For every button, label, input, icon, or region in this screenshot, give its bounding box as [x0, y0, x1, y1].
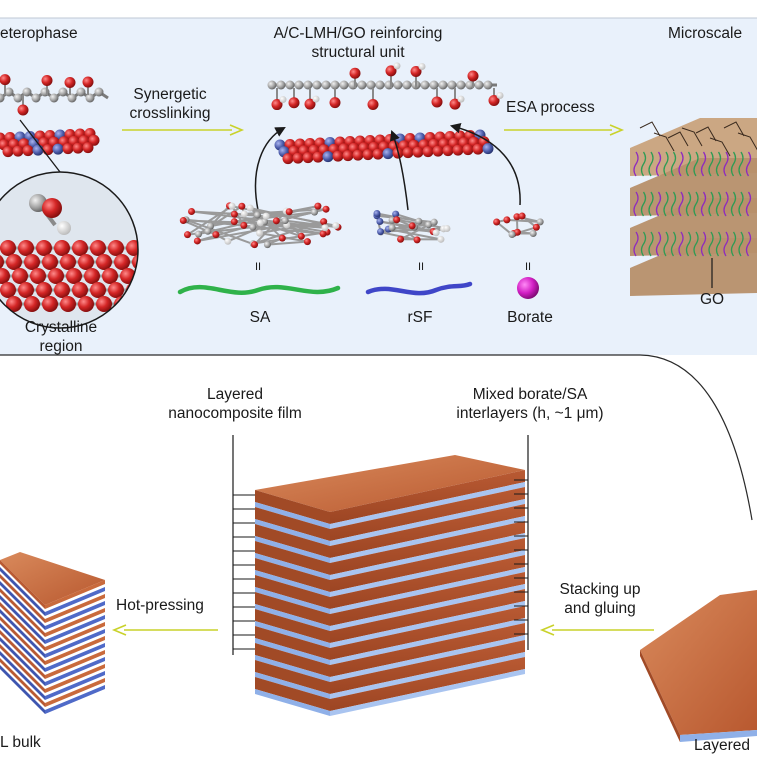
arrow-hotpressing	[114, 625, 218, 635]
structural-unit-line2: structural unit	[228, 43, 488, 62]
film-line1: Layered	[140, 385, 330, 404]
arrow-stacking	[542, 625, 654, 635]
esa-process-label: ESA process	[506, 98, 595, 117]
interlayer-line2: interlayers (h, ~1 μm)	[430, 404, 630, 423]
layered-film-cube	[255, 455, 525, 716]
crosslinking-label: Synergetic crosslinking	[110, 85, 230, 123]
stacking-label: Stacking up and gluing	[540, 580, 660, 618]
layered-right-label: Layered	[694, 736, 750, 755]
bulk-label: L bulk	[0, 733, 41, 752]
structural-unit-title: A/C-LMH/GO reinforcing structural unit	[228, 24, 488, 62]
crosslinking-line1: Synergetic	[110, 85, 230, 104]
structural-unit-line1: A/C-LMH/GO reinforcing	[228, 24, 488, 43]
film-label: Layered nanocomposite film	[140, 385, 330, 423]
hotpressing-label: Hot-pressing	[116, 596, 204, 615]
film-line2: nanocomposite film	[140, 404, 330, 423]
sa-label: SA	[230, 308, 290, 327]
sa-equals-mark: II	[243, 258, 273, 277]
crosslinking-line2: crosslinking	[110, 104, 230, 123]
stacking-line1: Stacking up	[540, 580, 660, 599]
interlayer-label: Mixed borate/SA interlayers (h, ~1 μm)	[430, 385, 630, 423]
stacking-line2: and gluing	[540, 599, 660, 618]
borate-label: Borate	[495, 308, 565, 327]
rsf-label: rSF	[390, 308, 450, 327]
crystalline-line2: region	[6, 337, 116, 356]
heterophase-label: eterophase	[0, 24, 78, 43]
borate-ball	[517, 277, 539, 299]
crystalline-line1: Crystalline	[6, 318, 116, 337]
interlayer-line1: Mixed borate/SA	[430, 385, 630, 404]
crystalline-region-label: Crystalline region	[6, 318, 116, 356]
go-label: GO	[690, 290, 734, 309]
bulk-block	[0, 552, 105, 714]
borate-equals-mark: II	[513, 258, 543, 277]
rsf-equals-mark: II	[406, 258, 436, 277]
microscale-go-stack	[630, 118, 757, 296]
microscale-label: Microscale	[668, 24, 742, 43]
